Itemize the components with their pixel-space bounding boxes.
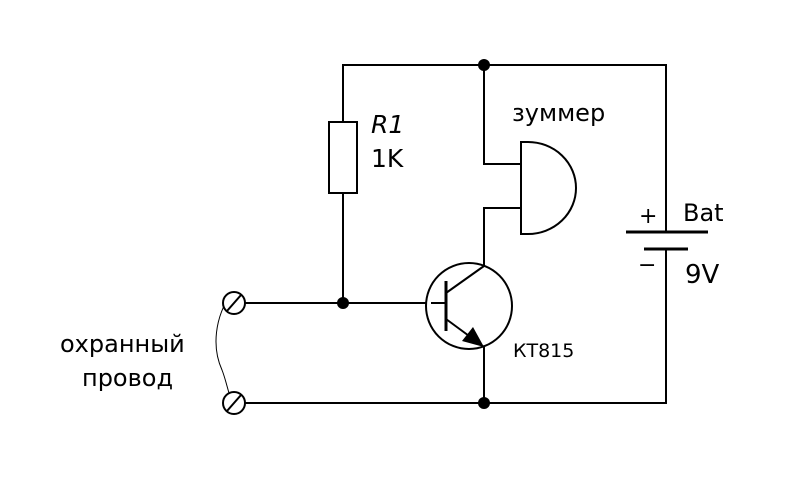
wire-buzzer-upper: [483, 64, 522, 165]
transistor-label: КТ815: [513, 340, 574, 362]
battery-minus-label: −: [638, 253, 656, 278]
junction-bottom: [478, 397, 490, 409]
wires: [215, 64, 667, 404]
buzzer-label: зуммер: [512, 99, 605, 127]
terminal-upper: [222, 291, 246, 315]
buzzer-symbol: [520, 141, 577, 235]
resistor-r1: [328, 121, 358, 194]
guard-wire-label-line2: провод: [82, 364, 173, 392]
resistor-name-label: R1: [371, 110, 404, 139]
wire-buzzer-lower: [483, 207, 522, 267]
junction-top: [478, 59, 490, 71]
battery-plus-label: +: [639, 204, 657, 229]
terminal-lower: [222, 391, 246, 415]
guard-wire-loop: [215, 291, 233, 403]
guard-wire-label-line1: охранный: [60, 330, 185, 358]
transistor-collector: [445, 265, 485, 294]
junctions: [337, 59, 490, 409]
battery-voltage-label: 9V: [685, 260, 720, 290]
emitter-arrow-icon: [462, 327, 484, 347]
resistor-value-label: 1K: [371, 144, 404, 173]
battery-name-label: Bat: [683, 199, 724, 227]
transistor-kt815: [425, 262, 513, 350]
junction-base: [337, 297, 349, 309]
battery-symbol: [626, 230, 708, 251]
